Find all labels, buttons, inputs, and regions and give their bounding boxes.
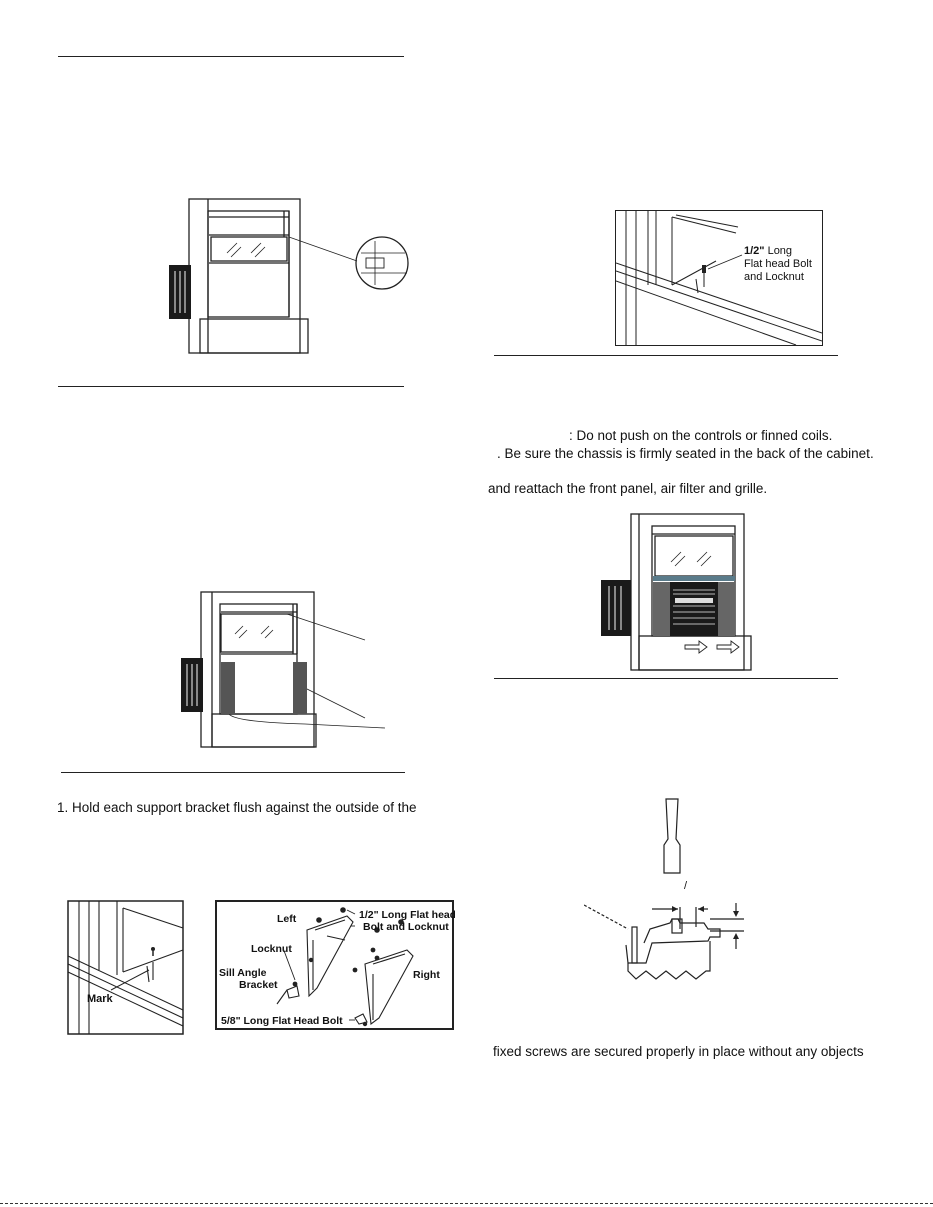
bracket-parts-figure: Left 1/2" Long Flat head Bolt and Locknu…	[215, 900, 455, 1030]
rule-left-2	[58, 386, 404, 387]
bolt-callout-line2: Flat head Bolt	[744, 258, 812, 270]
right-bracket-label: Right	[413, 969, 440, 981]
top-rule-left	[58, 56, 404, 57]
bolt-callout-figure: 1/2" Long Flat head Bolt and Locknut	[615, 210, 823, 346]
bracket-label: Bracket	[239, 979, 278, 991]
screws-text: fixed screws are secured properly in pla…	[493, 1044, 864, 1059]
five-eighths-bolt-label: 5/8" Long Flat Head Bolt	[221, 1015, 343, 1027]
rule-right-2	[494, 678, 838, 679]
caution-text: : Do not push on the controls or finned …	[569, 428, 833, 443]
rule-left-3	[61, 772, 405, 773]
locknut-label: Locknut	[251, 943, 292, 955]
slash-mark: /	[684, 880, 688, 892]
sill-mark-figure: Mark	[67, 900, 184, 1035]
reassembled-unit-figure	[601, 513, 752, 671]
screw-detail-figure: /	[584, 798, 744, 980]
sill-angle-label: Sill Angle	[219, 967, 267, 979]
rule-right-1	[494, 355, 838, 356]
left-bracket-label: Left	[277, 913, 297, 925]
half-inch-bolt-label: 1/2" Long Flat head	[359, 909, 455, 921]
bolt-callout-line3: and Locknut	[744, 271, 804, 283]
bolt-and-locknut-label: Bolt and Locknut	[363, 921, 449, 933]
bolt-size-label: 1/2"	[744, 245, 765, 257]
reattach-text: and reattach the front panel, air filter…	[488, 481, 768, 496]
chassis-text: . Be sure the chassis is firmly seated i…	[497, 446, 874, 461]
cabinet-seal-figure	[181, 591, 385, 748]
step-1-text: 1. Hold each support bracket flush again…	[57, 800, 417, 815]
mark-label: Mark	[87, 993, 114, 1005]
page-bottom-edge	[0, 1203, 933, 1204]
bolt-long-label: Long	[764, 245, 793, 257]
cabinet-detail-figure	[169, 198, 409, 354]
